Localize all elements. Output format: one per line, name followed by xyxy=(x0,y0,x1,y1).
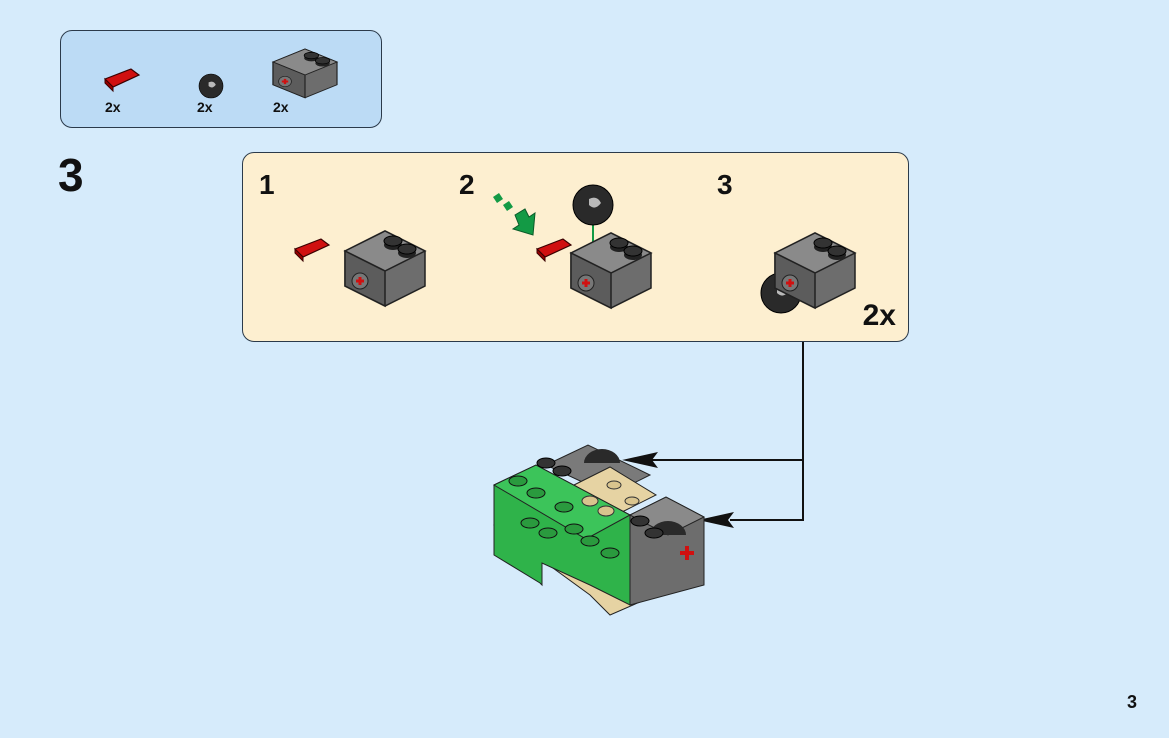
substep-multiplier: 2x xyxy=(862,299,896,332)
arrow-head-icon xyxy=(622,452,658,468)
assembled-model-illustration xyxy=(492,444,706,616)
substep-number: 3 xyxy=(717,169,733,200)
substep-number: 2 xyxy=(459,169,475,200)
part-quantity: 2x xyxy=(105,99,121,115)
page-number: 3 xyxy=(1127,692,1138,712)
substep-2-illustration xyxy=(493,184,653,310)
substep-callout: 1 2 3 2x xyxy=(242,152,909,342)
arrow-head-icon xyxy=(698,512,734,528)
part-quantity: 2x xyxy=(273,99,289,115)
substep-number: 1 xyxy=(259,169,275,200)
part-quantity: 2x xyxy=(197,99,213,115)
step-number: 3 xyxy=(58,149,84,201)
parts-list-callout: 2x 2x 2x xyxy=(60,30,382,128)
